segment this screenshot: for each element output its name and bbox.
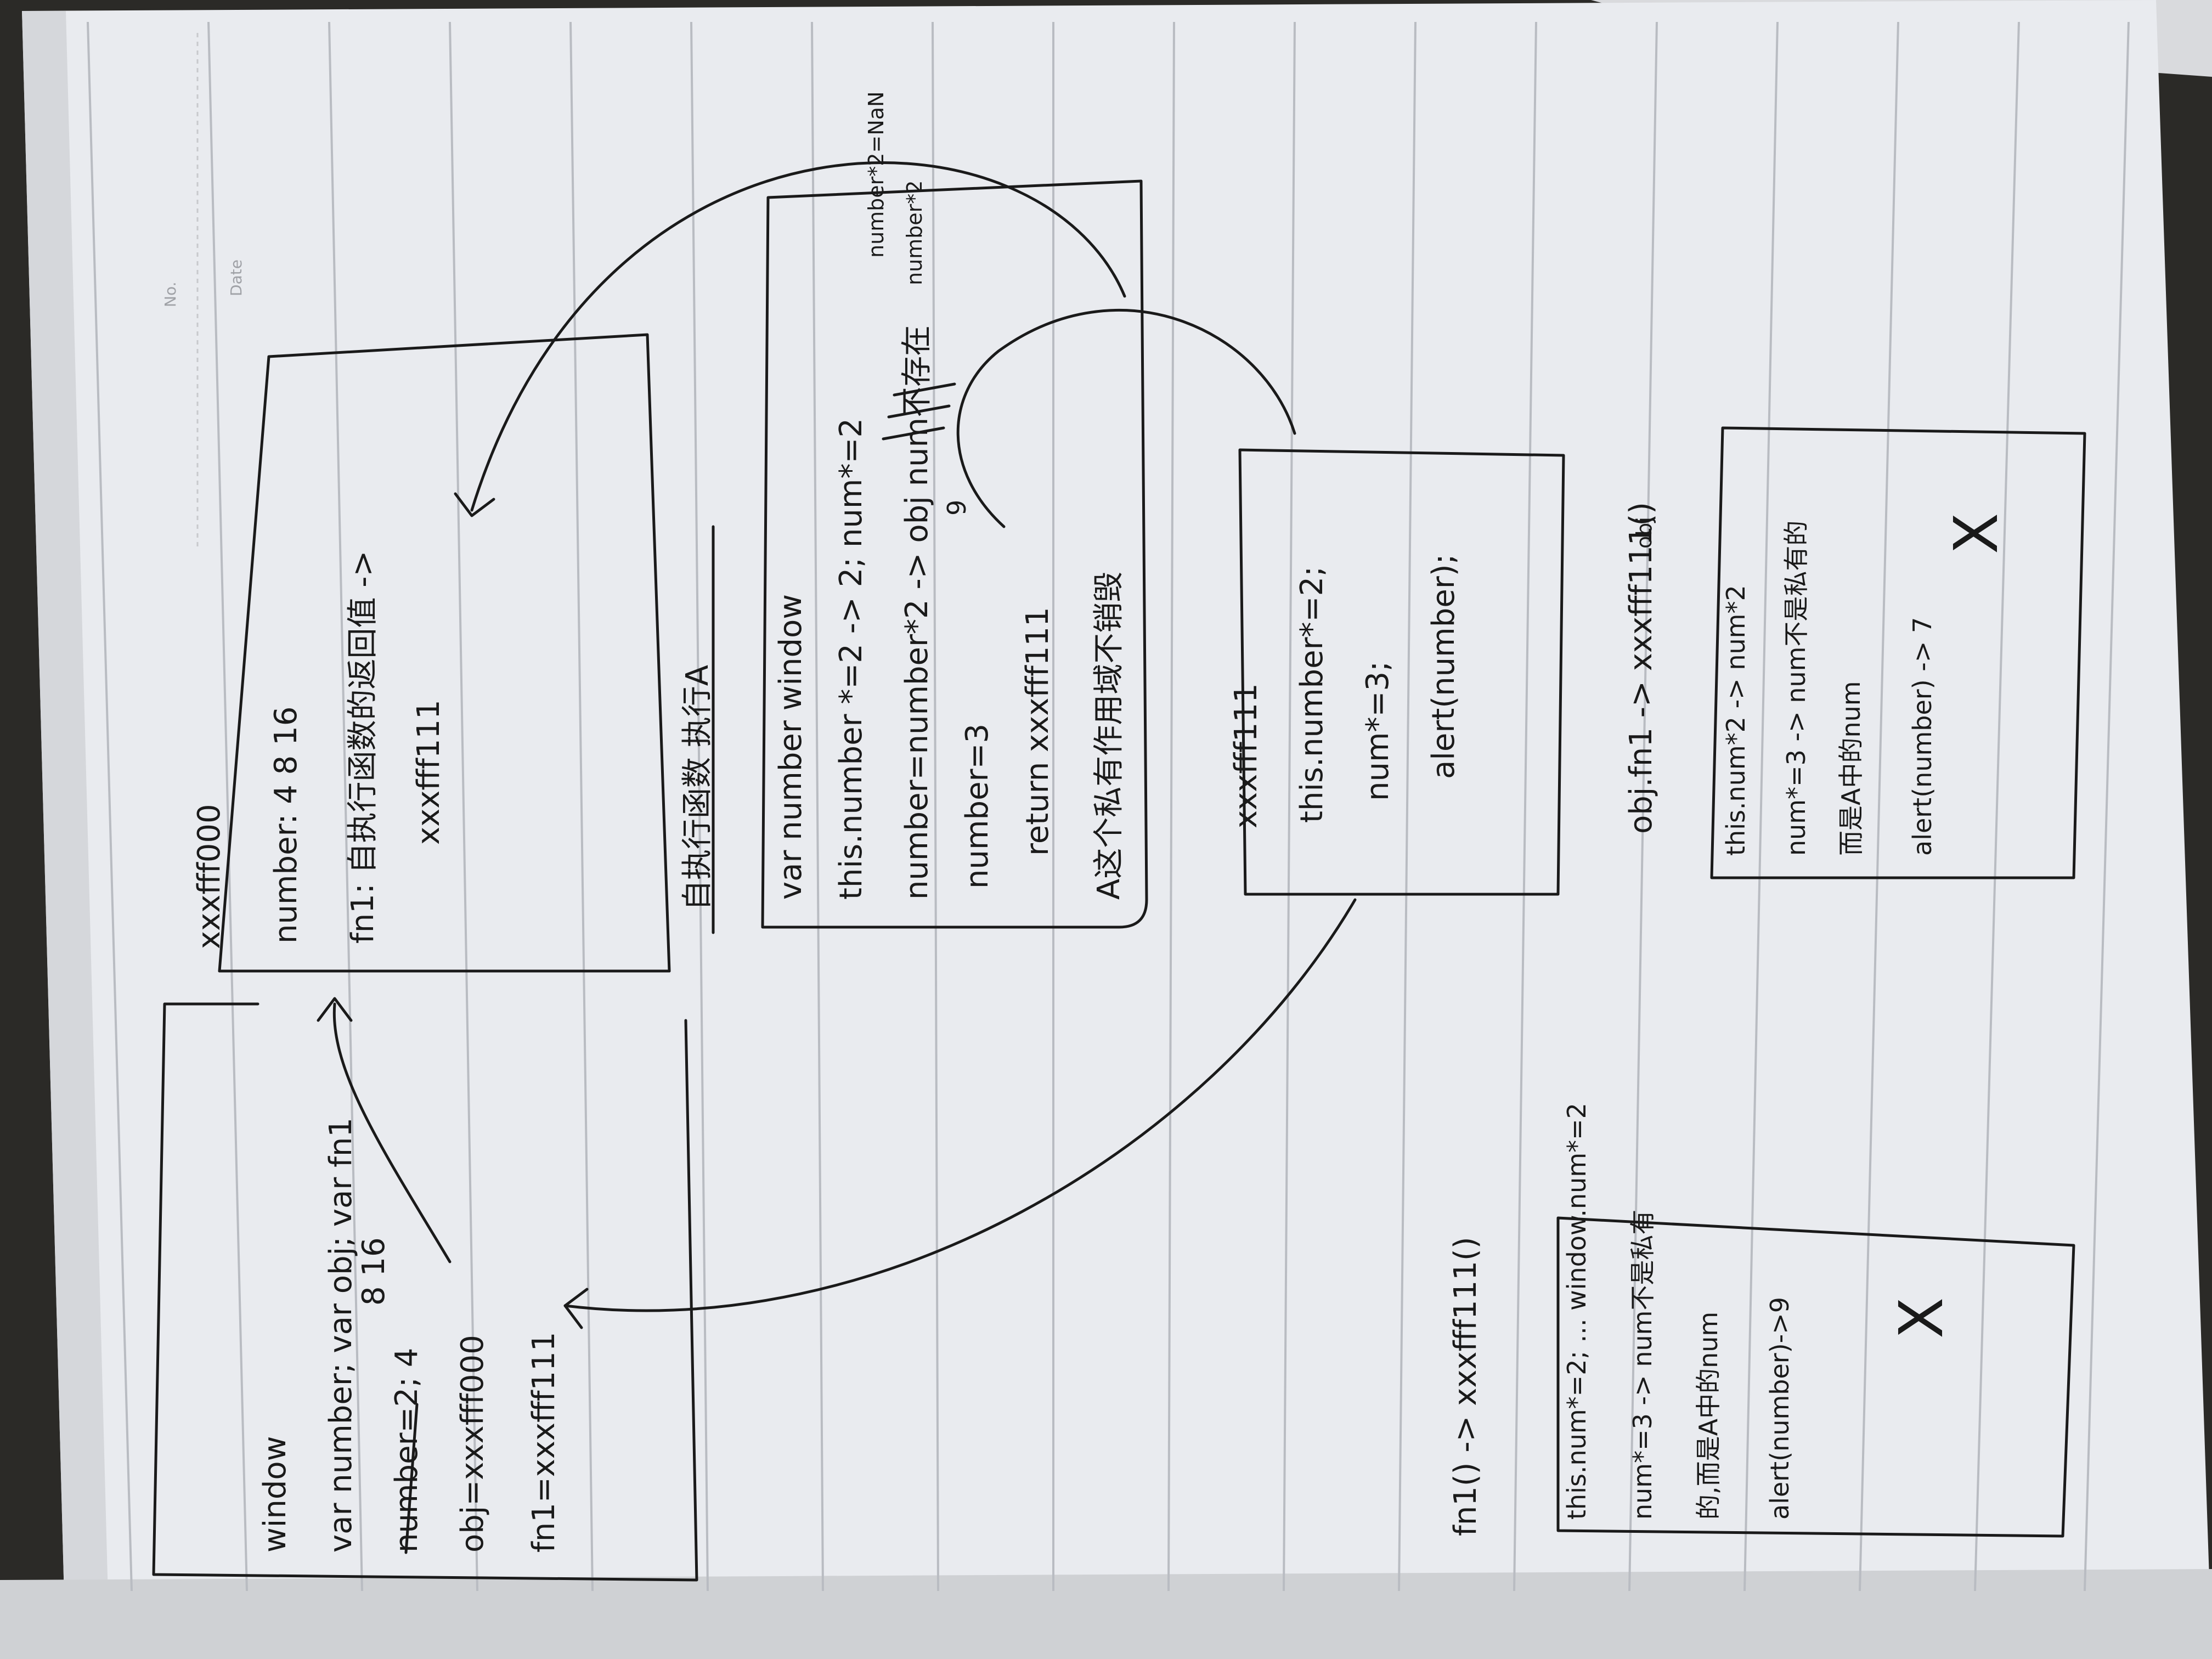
page-binding-edge	[0, 1569, 2212, 1659]
iife-line-3: number=3	[960, 724, 995, 889]
iife-scribble	[882, 382, 956, 441]
iife-line-5: A这个私有作用域不销毁	[1091, 572, 1127, 900]
call1-line-2: 的,而是A中的num	[1694, 1312, 1723, 1520]
window-strikethrough	[404, 1403, 419, 1554]
arrow-head-window	[563, 1288, 589, 1329]
iife-box: 自执行函数 执行A var number window this.number …	[680, 92, 1148, 934]
call2-heading: obj.fn1 -> xxxfff111()	[1623, 502, 1659, 834]
obj-line-1: number: 4 8 16	[268, 707, 304, 944]
call1-line-0: this.num*=2; ... window.num*=2	[1562, 1103, 1592, 1520]
call1-line-1: num*=3 -> num不是私有	[1628, 1210, 1657, 1520]
iife-line-0: var number window	[773, 594, 809, 900]
arrow-func-to-window	[563, 898, 1357, 1312]
iife-side-note-1: number*2=NaN	[864, 92, 888, 258]
obj-line-2: fn1: 自执行函数的返回值 ->	[345, 551, 381, 944]
window-box: window var number; var obj; var fn1 numb…	[152, 1002, 698, 1582]
arrow-head-window-obj	[317, 997, 353, 1022]
obj-box: xxxfff000 number: 4 8 16 fn1: 自执行函数的返回值 …	[191, 333, 671, 973]
iife-line-2: number=number*2 -> obj num不存在	[899, 325, 935, 900]
func-box: xxxfff111 this.number*=2; num*=3; alert(…	[1228, 448, 1565, 896]
func-line-2: num*=3;	[1360, 661, 1396, 801]
obj-line-3: xxxfff111	[411, 699, 447, 845]
call2-line-0: this.num*2 -> num*2	[1721, 585, 1751, 856]
call2-line-1: num*=3 -> num不是私有的	[1781, 521, 1811, 856]
window-line-0: window	[257, 1436, 293, 1553]
call2-box: obj.fn1 -> xxxfff111() obj this.num*2 ->…	[1623, 426, 2086, 879]
obj-line-0: xxxfff000	[191, 804, 227, 949]
iife-side-note-2: number*2	[902, 180, 927, 285]
no-label: No.	[161, 282, 179, 307]
call1-mark: X	[1886, 1297, 1956, 1339]
window-line-1: var number; var obj; var fn1	[323, 1118, 359, 1553]
call1-heading: fn1() -> xxxfff111()	[1448, 1237, 1483, 1536]
iife-title: 自执行函数 执行A	[680, 665, 715, 911]
call2-mark: X	[1941, 513, 2011, 554]
ruled-lines	[87, 21, 2130, 1592]
arrow-head-obj	[454, 492, 495, 517]
func-line-3: alert(number);	[1426, 554, 1462, 779]
call1-line-3: alert(number)->9	[1765, 1297, 1795, 1520]
page-shadow-left	[22, 11, 110, 1659]
call1-box: fn1() -> xxxfff111() this.num*=2; ... wi…	[1448, 1103, 2075, 1538]
window-annotation: 8 16	[356, 1237, 392, 1306]
iife-line-4: return xxxfff111	[1020, 607, 1056, 856]
arrow-window-to-obj	[332, 1002, 452, 1263]
window-line-3: obj=xxxfff000	[455, 1335, 490, 1553]
func-line-0: xxxfff111	[1228, 683, 1264, 828]
func-line-1: this.number*=2;	[1294, 566, 1330, 823]
iife-line-1: this.number *=2 -> 2; num*=2	[833, 418, 869, 900]
call2-line-3: alert(number) -> 7	[1908, 617, 1937, 856]
window-line-2: number=2; 4	[389, 1348, 425, 1553]
call2-note: obj	[1632, 517, 1656, 549]
date-label: Date	[227, 259, 245, 296]
window-line-4: fn1=xxxfff111	[526, 1332, 562, 1553]
arrow-func-to-iife	[956, 309, 1296, 528]
notebook-page	[22, 0, 2212, 1659]
arrow-iife-return-to-obj	[470, 161, 1126, 512]
call2-line-2: 而是A中的num	[1836, 681, 1866, 856]
iife-small-value: 9	[942, 500, 972, 516]
